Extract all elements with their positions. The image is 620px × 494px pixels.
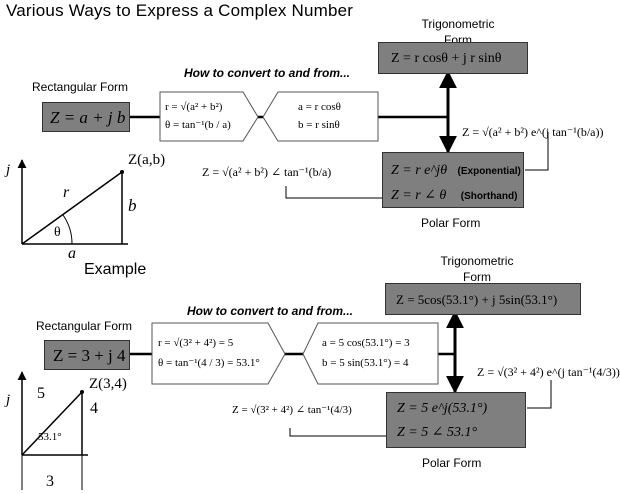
convert-right-eq-2b: b = 5 sin(53.1°) = 4 [322,357,409,369]
tri1-a-label: a [68,245,76,262]
trig-equation-1: Z = r cosθ + j r sinθ [391,51,502,66]
example-heading: Example [84,261,147,278]
convert-chevron-right-1 [262,91,379,142]
tri2-opp-label: 4 [90,400,98,417]
trig-equation-2: Z = 5cos(53.1°) + j 5sin(53.1°) [396,292,558,307]
exp-link-bracket-1 [525,132,549,171]
tri2-point-label: Z(3,4) [89,376,127,392]
rect-form-box-2: Z = 3 + j 4 [44,340,130,370]
rect-equation-1: Z = a + j b [50,108,126,127]
convert-chevron-left-1 [159,91,259,142]
triangle-diagram-1 [17,159,128,245]
polar-link-bracket-1 [285,186,382,199]
tri1-r-label: r [63,184,70,201]
polar-link-bracket-2 [289,428,386,437]
polar-form-label-2: Polar Form [422,456,482,470]
convert-right-eq-1b: b = r sinθ [298,119,340,131]
convert-left-eq-2b: θ = tan⁻¹(4 / 3) = 53.1° [158,357,260,369]
tri1-b-label: b [128,196,137,215]
polar-form-box-2: Z = 5 e^j(53.1°) Z = 5 ∠ 53.1° [386,392,526,448]
trig-form-box-2: Z = 5cos(53.1°) + j 5sin(53.1°) [385,283,581,315]
exp-link-eq-1: Z = √(a² + b²) e^(j tan⁻¹(b/a)) [462,125,604,139]
convert-left-eq-2a: r = √(3² + 4²) = 5 [158,337,234,349]
tri2-angle-label: 53.1° [38,431,62,443]
polar-exp-row-2: Z = 5 e^j(53.1°) [397,401,488,416]
exp-link-bracket-2 [527,380,552,409]
tri1-theta-label: θ [54,225,61,240]
tri1-point-label: Z(a,b) [128,152,166,168]
convert-chevron-right-2 [302,322,439,385]
rect-form-label-1: Rectangular Form [32,80,129,94]
connector-layer [17,70,552,490]
tri1-j-axis: j [6,162,11,178]
polar-link-eq-2: Z = √(3² + 4²) ∠ tan⁻¹(4/3) [232,404,352,416]
rect-equation-2: Z = 3 + j 4 [53,346,126,365]
convert-right-eq-1a: a = r cosθ [298,101,341,113]
trig-form-label-2: Trigonometric Form [440,254,514,284]
exp-link-eq-2: Z = √(3² + 4²) e^(j tan⁻¹(4/3)) [477,365,620,379]
tri2-j-axis: j [6,392,11,408]
tri2-adj-label: 3 [46,473,54,490]
tri2-hyp-label: 5 [37,385,45,402]
convert-right-eq-2a: a = 5 cos(53.1°) = 3 [322,337,410,349]
rect-form-label-2: Rectangular Form [36,319,133,333]
convert-left-eq-1a: r = √(a² + b²) [165,101,223,113]
polar-form-box-1: Z = r e^jθ (Exponential) Z = r ∠ θ (Shor… [382,152,524,208]
rect-form-box-1: Z = a + j b [42,102,130,132]
triangle-diagram-2 [17,371,88,490]
page-title: Various Ways to Express a Complex Number [6,1,354,20]
polar-short-row-1: Z = r ∠ θ (Shorthand) [391,188,518,203]
trig-form-box-1: Z = r cosθ + j r sinθ [378,42,528,74]
polar-form-label-1: Polar Form [421,216,481,230]
convert-label-2: How to convert to and from... [187,304,354,318]
convert-chevron-left-2 [151,322,286,385]
convert-left-eq-1b: θ = tan⁻¹(b / a) [165,119,231,131]
polar-exp-row-1: Z = r e^jθ (Exponential) [391,163,521,178]
polar-link-eq-1: Z = √(a² + b²) ∠ tan⁻¹(b/a) [202,165,332,179]
convert-label-1: How to convert to and from... [184,66,351,80]
polar-short-row-2: Z = 5 ∠ 53.1° [397,425,478,440]
diagram-canvas: Various Ways to Express a Complex Number… [6,1,620,490]
